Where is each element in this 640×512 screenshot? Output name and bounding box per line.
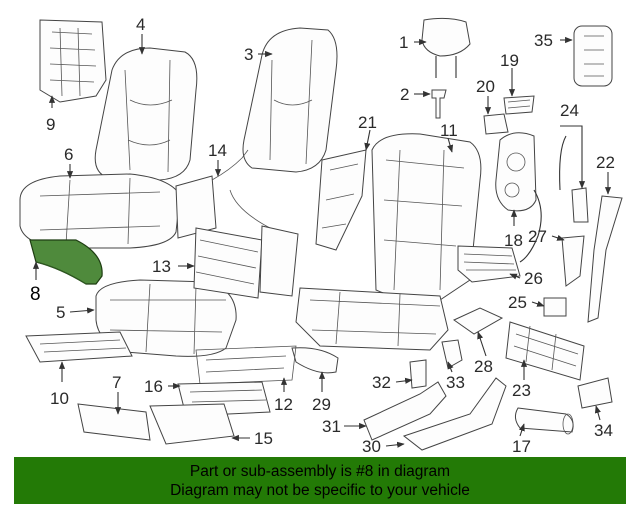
part-10-mat xyxy=(25,331,133,363)
part-6-cushion-cover xyxy=(19,173,181,249)
leader-lines xyxy=(32,34,612,448)
callout-6: 6 xyxy=(64,145,73,164)
callout-24: 24 xyxy=(560,101,579,120)
banner-line-2: Diagram may not be specific to your vehi… xyxy=(170,482,470,499)
part-15-tray xyxy=(149,403,235,445)
callout-16: 16 xyxy=(144,377,163,396)
callout-19: 19 xyxy=(500,51,519,70)
part-34-switch xyxy=(577,377,613,409)
part-4-backrest-cover xyxy=(94,47,198,181)
callout-10: 10 xyxy=(50,389,69,408)
callout-5: 5 xyxy=(56,303,65,322)
banner-line-1: Part or sub-assembly is #8 in diagram xyxy=(189,463,451,480)
callout-9: 9 xyxy=(46,115,55,134)
part-3-backrest-cover xyxy=(242,27,338,173)
part-23-track xyxy=(505,321,585,381)
callout-7: 7 xyxy=(112,373,121,392)
part-30-side-trim xyxy=(402,377,507,451)
callout-20: 20 xyxy=(476,77,495,96)
callout-29: 29 xyxy=(312,395,331,414)
callout-3: 3 xyxy=(244,45,253,64)
part-17-motor xyxy=(514,407,574,435)
part-18-cover xyxy=(495,132,542,263)
part-9-pad xyxy=(39,19,107,103)
part-8-highlighted xyxy=(29,239,103,285)
part-29-trim xyxy=(291,347,339,374)
callout-22: 22 xyxy=(596,153,615,172)
part-31-side-trim xyxy=(363,381,447,441)
part-2-guide xyxy=(431,89,447,119)
callout-4: 4 xyxy=(136,15,145,34)
info-banner: Part or sub-assembly is #8 in diagram Di… xyxy=(14,457,626,504)
callout-26: 26 xyxy=(524,269,543,288)
callout-11: 11 xyxy=(440,121,458,140)
callout-labels: 1 2 3 4 5 6 7 8 9 10 11 12 13 14 15 16 1… xyxy=(30,15,615,456)
callout-33: 33 xyxy=(446,373,465,392)
callout-23: 23 xyxy=(512,381,531,400)
part-13-panel xyxy=(193,225,299,299)
callout-35: 35 xyxy=(534,31,553,50)
callout-12: 12 xyxy=(274,395,293,414)
part-21-side-panel xyxy=(315,149,367,251)
part-24-22-27-trim xyxy=(559,135,623,323)
callout-32: 32 xyxy=(372,373,391,392)
callout-21: 21 xyxy=(358,113,377,132)
callout-14: 14 xyxy=(208,141,227,160)
part-26-rail xyxy=(457,245,521,283)
part-32-33-brackets xyxy=(409,339,463,389)
callout-27: 27 xyxy=(528,227,547,246)
part-19-part-20 xyxy=(483,95,535,135)
part-28-bracket xyxy=(453,307,504,335)
callout-2: 2 xyxy=(400,85,409,104)
callout-18: 18 xyxy=(504,231,523,250)
callout-31: 31 xyxy=(322,417,341,436)
callout-30: 30 xyxy=(362,437,381,456)
callout-34: 34 xyxy=(594,421,613,440)
part-11-seat-frame xyxy=(295,133,482,351)
callout-28: 28 xyxy=(474,357,493,376)
callout-1: 1 xyxy=(399,33,408,52)
callout-13: 13 xyxy=(152,257,171,276)
callout-25: 25 xyxy=(508,293,527,312)
callout-17: 17 xyxy=(512,437,531,456)
part-35-switch xyxy=(573,25,613,87)
part-12-wires xyxy=(195,345,297,385)
callout-15: 15 xyxy=(254,429,273,448)
part-1-headrest xyxy=(421,17,471,78)
callout-8: 8 xyxy=(30,284,41,305)
part-25-clip xyxy=(543,297,567,317)
parts-diagram: 1 2 3 4 5 6 7 8 9 10 11 12 13 14 15 16 1… xyxy=(19,15,623,456)
part-7-pad xyxy=(77,403,151,441)
